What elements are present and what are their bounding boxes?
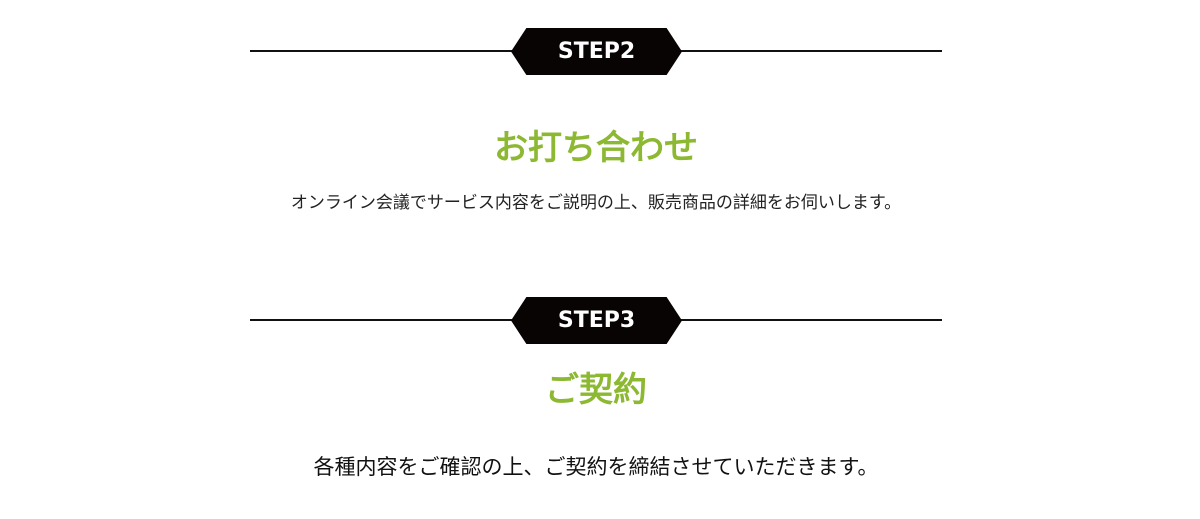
step-badge: STEP3	[511, 297, 682, 344]
step-title: お打ち合わせ	[494, 128, 698, 168]
step-description: オンライン会議でサービス内容をご説明の上、販売商品の詳細をお伺いします。	[290, 193, 902, 213]
step-badge: STEP2	[511, 28, 682, 75]
step-title: ご契約	[545, 370, 647, 410]
step-description: 各種内容をご確認の上、ご契約を締結させていただきます。	[313, 455, 879, 479]
